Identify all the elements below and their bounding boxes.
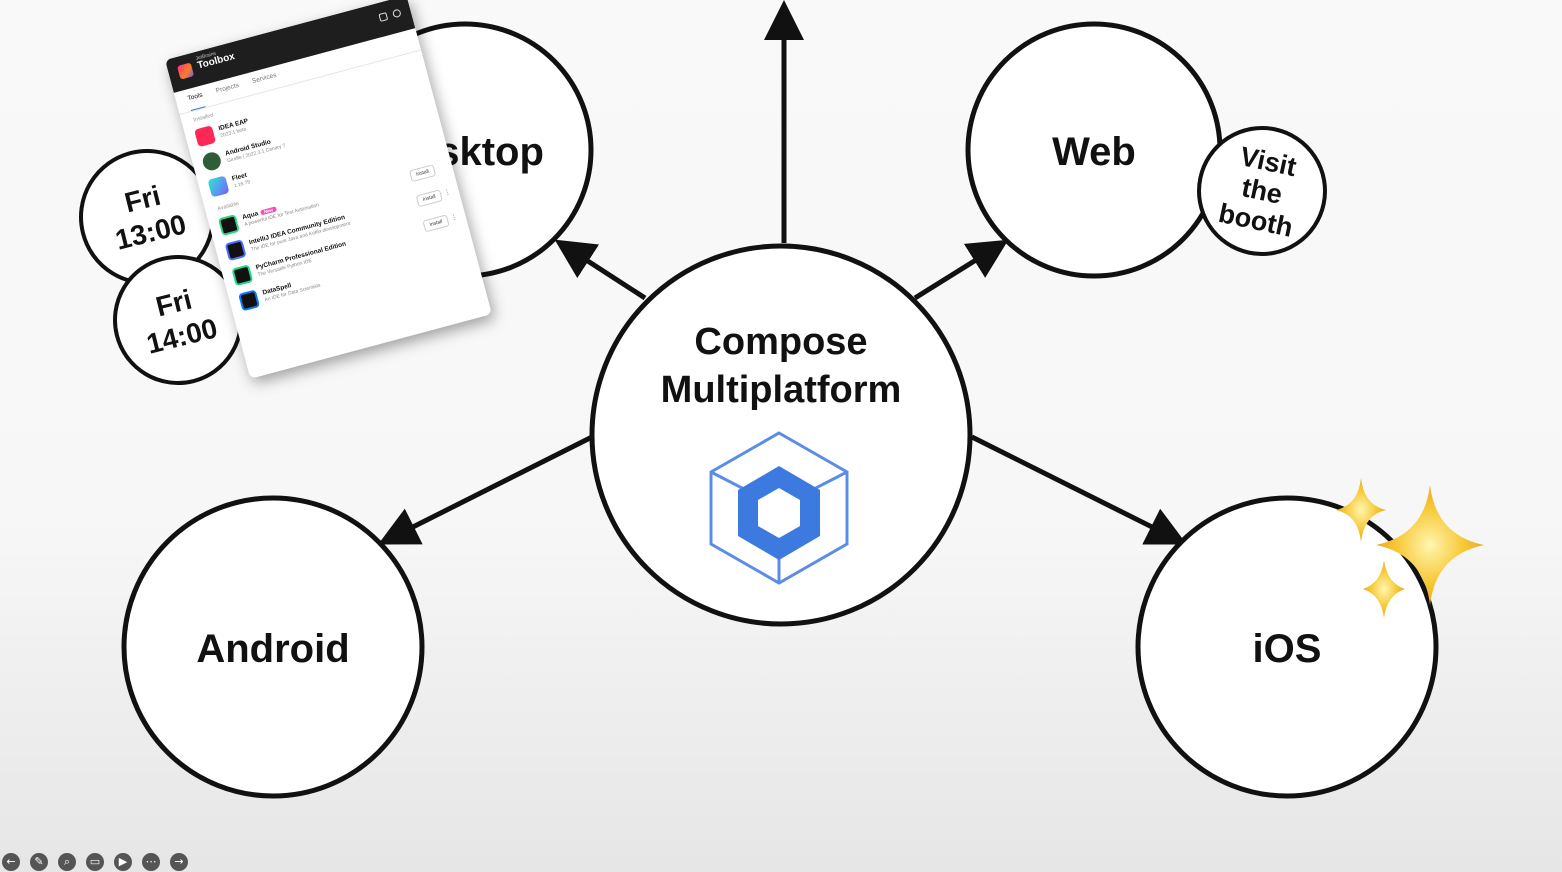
aqua-icon [217, 214, 240, 237]
arrow-to-desktop [554, 239, 647, 301]
node-ios-label: iOS [1253, 627, 1322, 671]
arrow-to-android [378, 434, 594, 545]
zoom-icon[interactable]: ⌕ [58, 853, 76, 871]
node-android: Android [121, 495, 425, 799]
node-compose-multiplatform: Compose Multiplatform [589, 243, 973, 627]
arrow-to-web [913, 239, 1009, 301]
presenter-toolbar: ← ✎ ⌕ ▭ ▶ ⋯ → [0, 852, 188, 872]
idea-eap-icon [194, 125, 217, 148]
pycharm-icon [231, 264, 254, 287]
more-options-icon[interactable]: ⋯ [142, 853, 160, 871]
install-button[interactable]: Install [415, 189, 443, 208]
center-title-line-2: Multiplatform [661, 369, 902, 411]
dataspell-icon [238, 289, 261, 312]
captions-icon[interactable]: ▭ [86, 853, 104, 871]
install-button[interactable]: Install [408, 164, 437, 183]
more-options-icon[interactable]: ⋮ [443, 188, 452, 198]
node-android-label: Android [196, 627, 349, 671]
sparkles-icon [1336, 478, 1484, 618]
booth-bubble: Visit the booth [1197, 126, 1327, 256]
node-ios: iOS [1135, 495, 1439, 799]
jetbrains-toolbox-logo-icon [176, 62, 195, 80]
android-studio-icon [200, 150, 223, 173]
compose-multiplatform-logo-icon [709, 431, 849, 585]
fleet-icon [207, 175, 230, 198]
session-bubble-1400: Fri 14:00 [113, 255, 243, 385]
toolbox-brand: JetBrains Toolbox [195, 47, 236, 72]
pen-icon[interactable]: ✎ [30, 853, 48, 871]
session-bubble-1300: Fri 13:00 [79, 149, 215, 285]
node-web: Web [965, 21, 1223, 279]
node-web-label: Web [1052, 130, 1136, 174]
user-icon[interactable] [378, 12, 389, 22]
settings-icon[interactable] [391, 8, 402, 19]
camera-icon[interactable]: ▶ [114, 853, 132, 871]
previous-slide-icon[interactable]: ← [2, 853, 20, 871]
next-slide-icon[interactable]: → [170, 853, 188, 871]
arrow-to-ios [970, 434, 1187, 545]
install-button[interactable]: Install [422, 214, 450, 233]
more-options-icon[interactable]: ⋮ [449, 213, 459, 223]
intellij-idea-icon [224, 239, 247, 262]
center-title-line-1: Compose [694, 321, 867, 363]
